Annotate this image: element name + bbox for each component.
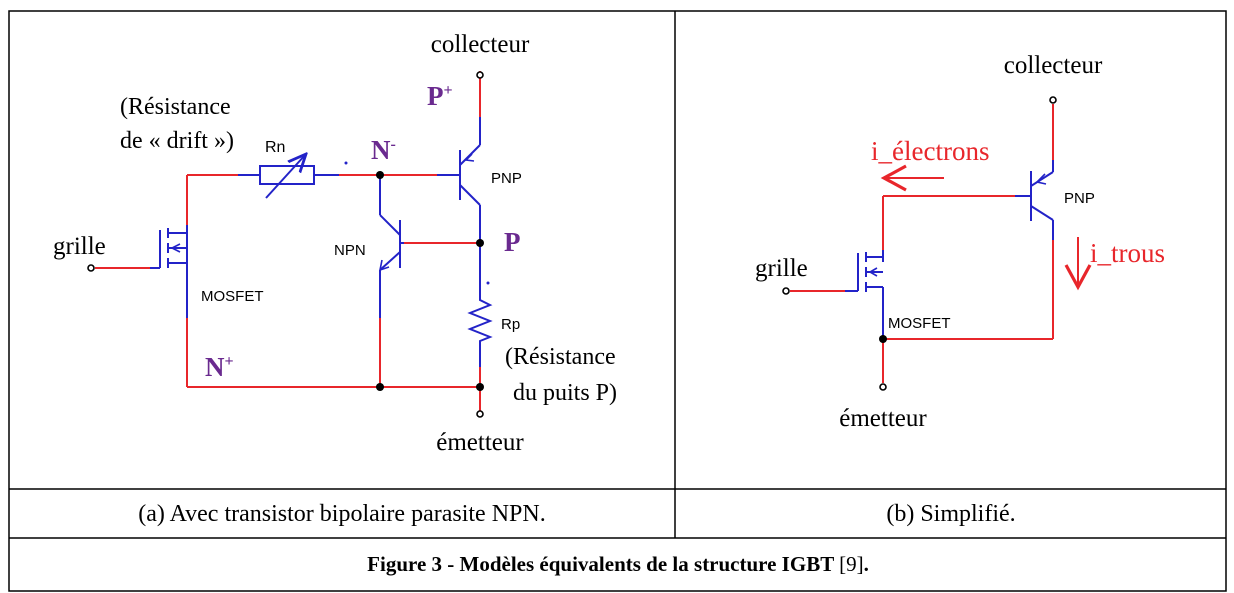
a-collecteur-label: collecteur [431, 31, 530, 58]
a-rp-label: Rp [501, 316, 520, 333]
b-pnp-label: PNP [1064, 190, 1095, 207]
a-grille-label: grille [53, 233, 106, 260]
diagram-b-junction [879, 335, 887, 343]
pnp-transistor-b [1030, 171, 1054, 221]
table-borders [8, 10, 1227, 592]
figure-caption-text: Figure 3 - Modèles équivalents de la str… [367, 551, 840, 576]
diagram-a-junctions [376, 171, 484, 391]
b-grille-label: grille [755, 255, 808, 282]
a-n-minus-label: N- [371, 135, 396, 165]
diagram-a-terminals [87, 71, 484, 418]
b-emetteur-label: émetteur [839, 405, 927, 432]
a-resistance-drift-line2: de « drift ») [120, 128, 234, 154]
figure-caption-end: . [863, 551, 869, 576]
a-mosfet-label: MOSFET [201, 288, 264, 305]
npn-transistor [378, 214, 404, 272]
diagram-b: collecteur i_électrons PNP grille i_trou… [755, 52, 1165, 432]
a-n-plus-label: N+ [205, 352, 234, 382]
rn-variable-resistor [259, 154, 315, 199]
caption-b: (b) Simplifié. [886, 500, 1016, 527]
a-emetteur-label: émetteur [436, 429, 524, 456]
figure-caption: Figure 3 - Modèles équivalents de la str… [10, 540, 1226, 588]
b-mosfet-label: MOSFET [888, 315, 951, 332]
diagram-a: collecteur P+ (Résistance de « drift ») … [53, 31, 617, 456]
a-pnp-label: PNP [491, 170, 522, 187]
a-resistance-puits-line2: du puits P) [513, 380, 617, 406]
diagram-b-red-wires [790, 104, 1054, 383]
figure-caption-ref: [9] [839, 551, 864, 576]
a-p-plus-label: P+ [427, 81, 453, 111]
a-p-label: P [504, 227, 521, 257]
a-npn-label: NPN [334, 242, 366, 259]
caption-a: (a) Avec transistor bipolaire parasite N… [138, 500, 546, 527]
a-resistance-puits-line1: (Résistance [505, 344, 616, 370]
b-i-electrons-label: i_électrons [871, 136, 989, 166]
b-i-trous-label: i_trous [1090, 238, 1165, 268]
diagram-a-small-dots [344, 161, 490, 285]
rp-resistor [467, 295, 493, 345]
mosfet-b [845, 250, 884, 300]
a-rn-label: Rn [265, 139, 285, 156]
a-resistance-drift-line1: (Résistance [120, 94, 231, 120]
b-collecteur-label: collecteur [1004, 52, 1103, 79]
pnp-transistor-a [437, 144, 481, 206]
diagram-a-red-wires [95, 71, 481, 411]
diagram-b-terminals [782, 96, 1057, 391]
mosfet-a [150, 225, 188, 318]
diagram-b-blue-wires [882, 160, 1054, 339]
